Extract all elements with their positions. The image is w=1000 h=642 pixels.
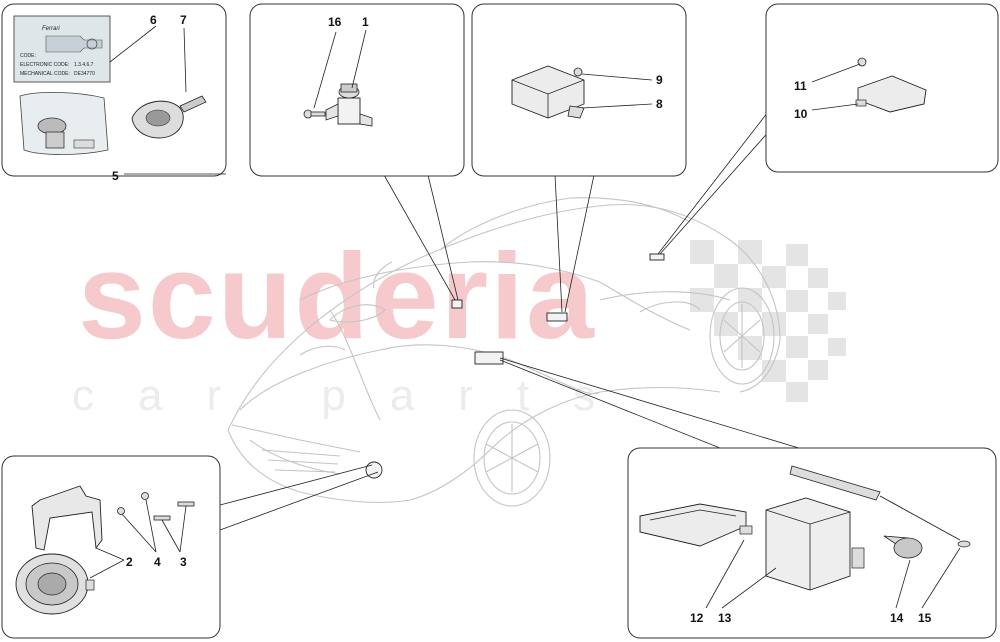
callout-5: 5 (112, 169, 119, 183)
ecu-bracket-part (639, 503, 753, 547)
key-tag-electronic-label: ELECTRONIC CODE: (20, 62, 69, 68)
antenna-part (789, 465, 971, 548)
ignition-key (131, 95, 207, 139)
callout-1: 1 (362, 15, 369, 29)
panel-rear-module: 11 10 (765, 3, 999, 173)
alarm-ecu-marker (474, 351, 504, 365)
callout-14: 14 (890, 611, 904, 625)
control-unit-marker (546, 312, 568, 322)
sensor-part (325, 83, 373, 127)
callout-15: 15 (918, 611, 932, 625)
callout-11: 11 (794, 79, 807, 93)
antenna-module-part (883, 535, 923, 559)
checkered-flag (690, 240, 846, 402)
callout-16: 16 (328, 15, 342, 29)
lock-cylinder-bag (19, 91, 109, 155)
panel-control-unit: 9 8 (471, 3, 687, 177)
car-outline (227, 197, 781, 507)
sensor-marker (451, 299, 463, 309)
callout-12: 12 (690, 611, 704, 625)
watermark: scuderia car parts (72, 228, 846, 420)
callout-4: 4 (154, 555, 161, 569)
alarm-ecu-part (765, 497, 865, 591)
panel-key-set: Ferrari CODE: ELECTRONIC CODE: 1.3.4.6.7… (1, 3, 227, 183)
nut-part (573, 67, 583, 77)
module-nut-part (857, 57, 867, 67)
callout-6: 6 (150, 13, 157, 27)
rear-module-part (855, 75, 927, 113)
key-tag-code-label: CODE: (20, 53, 36, 59)
callout-13: 13 (718, 611, 732, 625)
bolt-part (303, 109, 326, 119)
callout-10: 10 (794, 107, 808, 121)
key-tag-mechanical-label: MECHANICAL CODE: (20, 71, 70, 77)
siren-bracket-part (31, 485, 103, 551)
car-part-markers (365, 253, 665, 479)
key-code-tag: Ferrari CODE: ELECTRONIC CODE: 1.3.4.6.7… (13, 15, 111, 83)
callout-2: 2 (126, 555, 133, 569)
callout-8: 8 (656, 97, 663, 111)
callout-7: 7 (180, 13, 187, 27)
callout-3: 3 (180, 555, 187, 569)
siren-marker (365, 461, 383, 479)
watermark-secondary: car parts (72, 371, 639, 420)
panel-siren: 2 4 3 (1, 455, 221, 639)
key-tag-mechanical-value: DE34770 (74, 71, 95, 77)
key-tag-electronic-value: 1.3.4.6.7 (74, 62, 94, 68)
callout-9: 9 (656, 73, 663, 87)
siren-part (15, 553, 95, 615)
watermark-primary: scuderia (78, 228, 596, 364)
key-tag-brand: Ferrari (42, 26, 60, 32)
panel-alarm-ecu: 12 13 14 15 (627, 447, 997, 639)
rear-module-marker (649, 253, 665, 261)
panel-sensor: 16 1 (249, 3, 465, 177)
leader-lines (219, 111, 813, 531)
control-unit-part (511, 65, 585, 119)
